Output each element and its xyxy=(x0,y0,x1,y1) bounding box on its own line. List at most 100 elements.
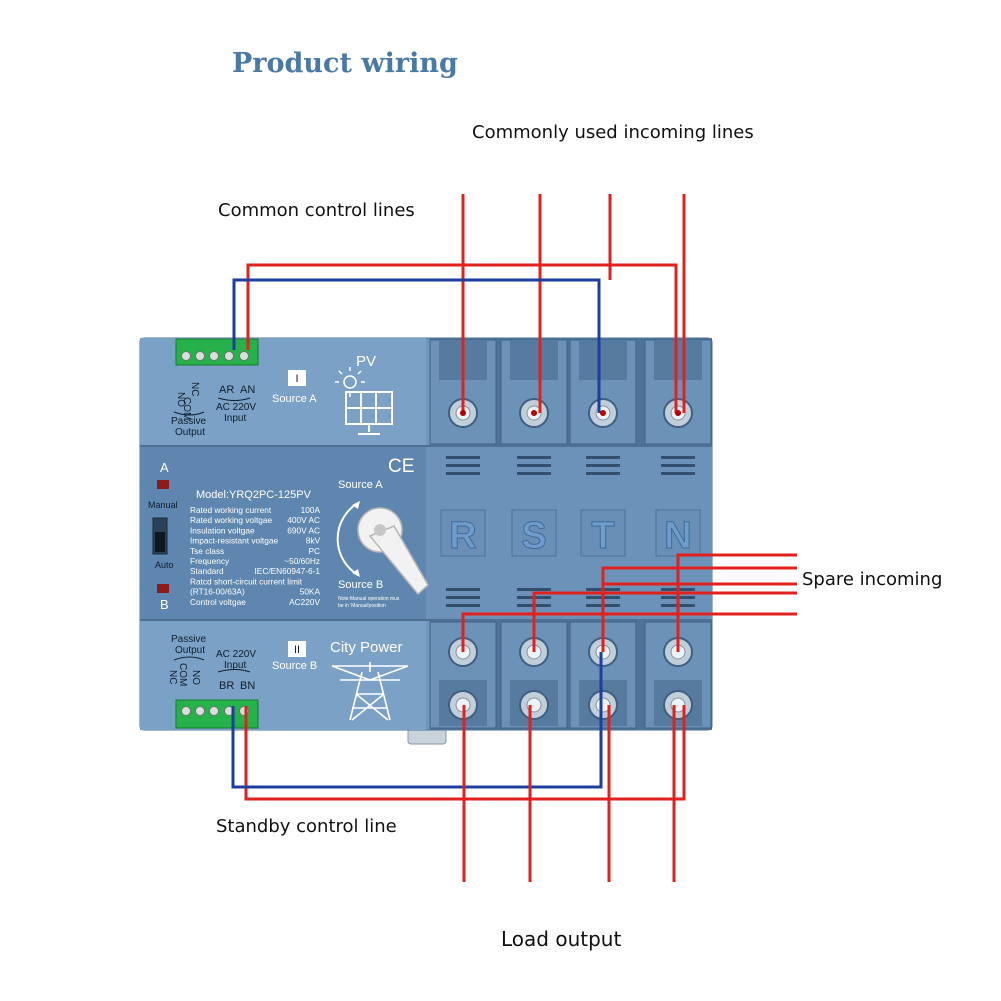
common-control-wire-red xyxy=(246,263,678,413)
wire-end-dot xyxy=(531,410,537,416)
standby-control-wire-blue xyxy=(231,652,603,789)
spec-key: Tse class xyxy=(190,546,224,556)
bottom-terminal-labels: Passive Output NC COM NO AC 220V Input B… xyxy=(167,634,256,692)
top-pin-no: NO xyxy=(175,392,186,407)
callout-incoming-lines: Commonly used incoming lines xyxy=(472,122,754,143)
top-terminal-labels: NO NC COM AR AN Passive Output AC 220V I… xyxy=(171,382,256,438)
vent-slot xyxy=(446,604,480,607)
source-a-name: PV xyxy=(356,353,376,370)
bottom-pin-nc: NC xyxy=(167,670,178,684)
source-b-roman: II xyxy=(294,644,300,656)
source-a-badge xyxy=(288,370,306,386)
spec-key: Standard xyxy=(190,566,224,576)
pole-letter-t: T xyxy=(591,515,614,557)
spec-value: 50KA xyxy=(300,587,321,597)
vent-slot xyxy=(661,456,695,459)
vent-slot xyxy=(517,472,551,475)
manual-note-line1: Note:Manual operation mus xyxy=(338,596,400,602)
vent-slot xyxy=(446,456,480,459)
top-terminal-screw xyxy=(224,351,234,361)
bottom-pin-br: BR xyxy=(219,680,234,692)
pole-plate xyxy=(580,509,626,557)
wire-end-dot xyxy=(600,410,606,416)
vent-slot xyxy=(446,472,480,475)
manual-note-line2: be in 'Manual'position xyxy=(338,603,386,609)
vent-slot xyxy=(586,456,620,459)
vent-slot xyxy=(586,464,620,467)
pole-letter-r: R xyxy=(449,515,476,557)
top-terminal-blocks xyxy=(429,338,712,446)
pole-letter-n: N xyxy=(664,515,691,557)
vent-slot xyxy=(517,464,551,467)
top-output-label: Output xyxy=(175,427,205,438)
spec-key: Insulation voltgae xyxy=(190,525,255,535)
vent-slot xyxy=(446,588,480,591)
spare-incoming-wire-s xyxy=(532,591,797,652)
source-a-label: Source A xyxy=(272,393,317,405)
bottom-output-label: Output xyxy=(175,645,205,656)
top-terminal-screw xyxy=(239,351,249,361)
top-terminal-screw xyxy=(209,351,219,361)
vent-slot xyxy=(517,588,551,591)
knob-source-b-label: Source B xyxy=(338,579,383,591)
spec-key: Frequency xyxy=(190,556,230,566)
spec-key: Rated working voltgae xyxy=(190,515,272,525)
bottom-pin-com: COM xyxy=(177,663,188,686)
vent-slot xyxy=(661,464,695,467)
auto-label: Auto xyxy=(155,560,174,570)
spec-key: (RT16-00/63A) xyxy=(190,587,245,597)
top-ac-label: AC 220V xyxy=(216,402,256,413)
indicator-a-led xyxy=(157,480,169,489)
source-b-name: City Power xyxy=(330,639,403,656)
spec-value: IEC/EN60947-6-1 xyxy=(255,566,321,576)
pole-plate xyxy=(511,509,557,557)
spec-key: Control voltgae xyxy=(190,597,246,607)
top-bay-slot xyxy=(654,340,702,380)
vent-slot xyxy=(446,596,480,599)
power-tower-icon xyxy=(331,662,409,721)
bottom-pin-bn: BN xyxy=(240,680,255,692)
spare-incoming-wire-n xyxy=(676,553,797,652)
top-pin-com: COM xyxy=(181,397,192,420)
top-terminal-screw xyxy=(181,351,191,361)
knob-source-a-label: Source A xyxy=(338,479,383,491)
ce-mark: CE xyxy=(388,456,414,477)
vent-slot xyxy=(586,472,620,475)
spare-incoming-wire-r xyxy=(461,612,797,652)
vent-slot xyxy=(661,472,695,475)
bottom-terminal-screw xyxy=(181,706,191,716)
spec-value: ~50/60Hz xyxy=(284,556,320,566)
top-pin-nc: NC xyxy=(189,382,200,396)
wire-end-dot xyxy=(460,410,466,416)
wire-end-dot xyxy=(675,410,681,416)
source-a-roman: I xyxy=(295,373,298,385)
bottom-input-label: Input xyxy=(224,660,246,671)
bottom-ac-label: AC 220V xyxy=(216,649,256,660)
callout-common-control-lines: Common control lines xyxy=(218,200,415,221)
spare-incoming-wire-t xyxy=(601,566,797,652)
callout-spare-incoming: Spare incoming xyxy=(802,569,942,590)
selector-knob[interactable] xyxy=(357,507,429,596)
spec-value: 8kV xyxy=(306,536,321,546)
top-passive-label: Passive xyxy=(171,416,206,427)
top-bay-slot xyxy=(510,340,558,380)
bottom-pin-no: NO xyxy=(190,670,201,685)
spec-value: 690V AC xyxy=(287,525,320,535)
spec-key: Rated working current xyxy=(190,505,272,515)
top-pin-ar: AR xyxy=(219,384,234,396)
model-label: Model:YRQ2PC-125PV xyxy=(196,489,312,501)
callout-standby-control-line: Standby control line xyxy=(216,816,397,837)
rotation-arrow-icon xyxy=(336,502,359,576)
spec-table: Rated working current 100A Rated working v… xyxy=(190,505,320,607)
source-b-badge xyxy=(288,641,306,657)
pole-plate xyxy=(440,509,486,557)
manual-label: Manual xyxy=(148,500,178,510)
spec-value: 100A xyxy=(301,505,321,515)
spec-value: PC xyxy=(308,546,320,556)
pole-letter-s: S xyxy=(521,515,546,557)
indicator-a-label: A xyxy=(160,460,169,475)
common-control-wire-blue xyxy=(232,278,601,413)
top-terminal-screw xyxy=(195,351,205,361)
